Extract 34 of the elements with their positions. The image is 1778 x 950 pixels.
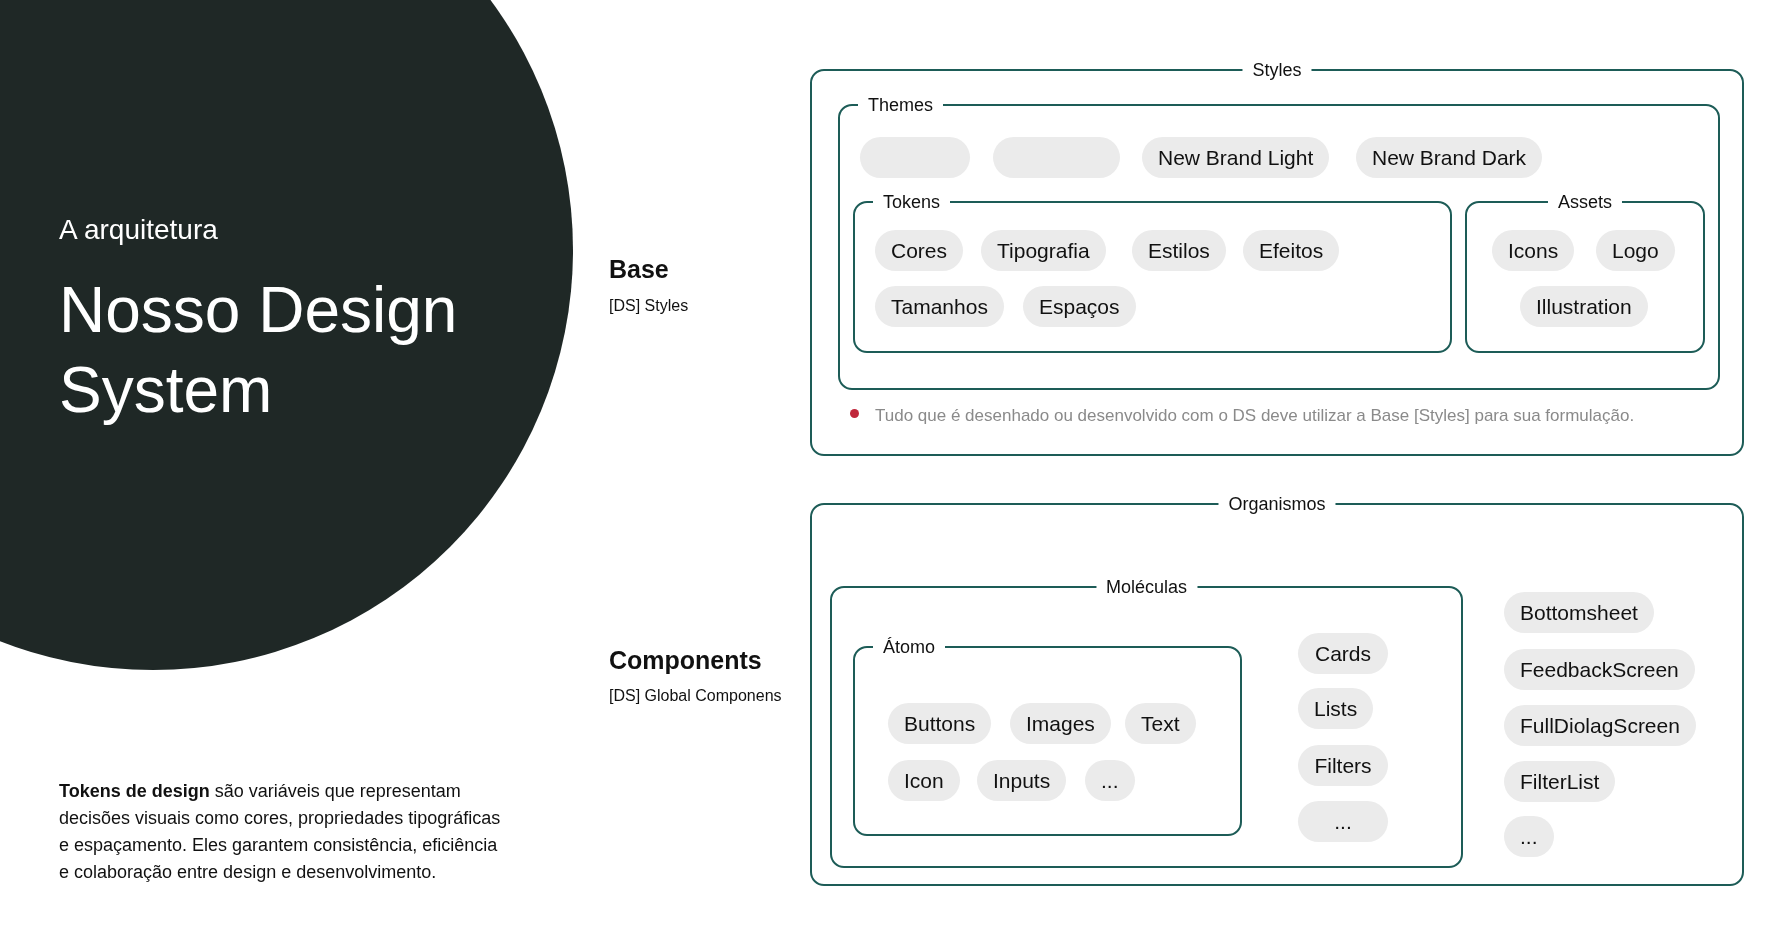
tag-chip: Text bbox=[1125, 703, 1196, 744]
note-text: Tudo que é desenhado ou desenvolvido com o DS deve utilizar a Base [Styles] para sua formulação. bbox=[875, 406, 1635, 426]
tag-chip: Tamanhos bbox=[875, 286, 1004, 327]
tag-chip: Logo bbox=[1596, 230, 1675, 271]
section-subheading: [DS] Styles bbox=[609, 297, 689, 315]
tag-chip: Estilos bbox=[1132, 230, 1226, 271]
tag-chip: Lists bbox=[1298, 688, 1374, 729]
tag-chip: Buttons bbox=[888, 703, 992, 744]
tag-chip: Espaços bbox=[1023, 286, 1136, 327]
tag-chip: Illustration bbox=[1520, 286, 1648, 327]
tag-chip: FeedbackScreen bbox=[1504, 649, 1695, 690]
tag-chip: New Brand Light bbox=[1142, 137, 1330, 178]
tag-chip: FilterList bbox=[1504, 761, 1616, 802]
tag-chip: Tipografia bbox=[981, 230, 1106, 271]
tag-chip: FullDiolagScreen bbox=[1504, 705, 1696, 746]
section-heading: Base bbox=[609, 255, 669, 284]
tag-chip: Icons bbox=[1492, 230, 1575, 271]
tag-chip: Cores bbox=[875, 230, 964, 271]
tag-chip: Filters bbox=[1298, 745, 1388, 786]
tag-chip: Bottomsheet bbox=[1504, 592, 1654, 633]
tag-chip: ... bbox=[1504, 816, 1554, 857]
description-paragraph: Tokens de design são variáveis que representam decisões visuais como cores, propriedades tipográficas e espaçamento. Eles garantem consistência, eficiência e colaboração entre design e desenvolvimento. bbox=[59, 780, 502, 884]
section-subheading: [DS] Global Componens bbox=[609, 687, 782, 705]
tag-chip: Images bbox=[1010, 703, 1111, 744]
tag-chip: ... bbox=[1298, 801, 1388, 842]
section-heading: Components bbox=[609, 646, 762, 675]
tag-chip: Icon bbox=[888, 760, 960, 801]
subtitle: A arquitetura bbox=[59, 214, 218, 246]
tag-chip: Cards bbox=[1298, 633, 1388, 674]
tag-chip: New Brand Dark bbox=[1356, 137, 1543, 178]
tag-chip: Inputs bbox=[977, 760, 1067, 801]
tag-chip: Efeitos bbox=[1243, 230, 1340, 271]
tag-chip: ... bbox=[1085, 760, 1135, 801]
page-title: Nosso Design System bbox=[59, 273, 459, 428]
